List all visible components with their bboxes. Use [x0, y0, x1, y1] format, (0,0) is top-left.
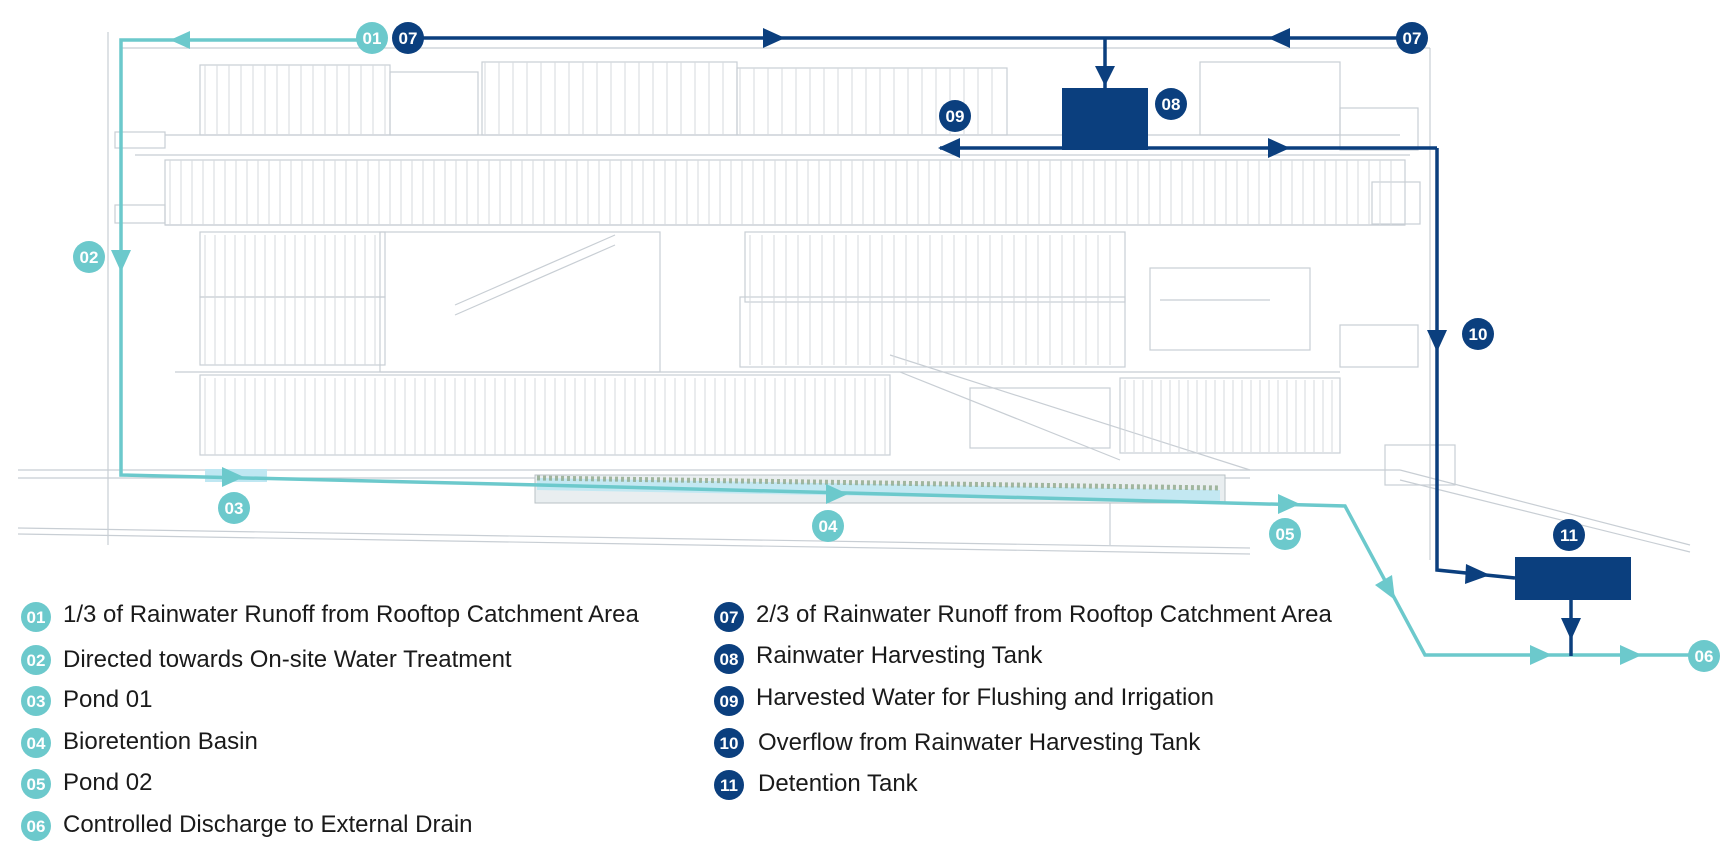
svg-text:Controlled Discharge to Extern: Controlled Discharge to External Drain	[63, 811, 473, 838]
legend-item-01: 01 1/3 of Rainwater Runoff from Rooftop …	[21, 601, 640, 632]
badge-03: 03	[218, 492, 250, 524]
svg-text:Harvested Water for Flushing a: Harvested Water for Flushing and Irrigat…	[756, 684, 1214, 711]
badge-02: 02	[73, 241, 105, 273]
arrow-icon	[170, 31, 190, 49]
rainwater-harvesting-tank	[1062, 88, 1148, 150]
svg-text:07: 07	[1403, 29, 1422, 48]
svg-text:Detention Tank: Detention Tank	[758, 770, 919, 797]
legend-item-05: 05 Pond 02	[21, 769, 152, 799]
badge-05: 05	[1269, 518, 1301, 550]
svg-text:07: 07	[720, 608, 739, 627]
primary-flow-path	[119, 38, 1700, 657]
badge-08: 08	[1155, 88, 1187, 120]
svg-text:Directed towards On-site Water: Directed towards On-site Water Treatment	[63, 646, 512, 673]
legend-item-08: 08 Rainwater Harvesting Tank	[714, 642, 1043, 674]
svg-text:01: 01	[27, 608, 46, 627]
svg-text:02: 02	[80, 248, 99, 267]
svg-text:03: 03	[27, 692, 46, 711]
legend-item-10: 10 Overflow from Rainwater Harvesting Ta…	[714, 728, 1201, 758]
legend-item-04: 04 Bioretention Basin	[21, 728, 258, 758]
svg-text:2/3 of Rainwater Runoff from R: 2/3 of Rainwater Runoff from Rooftop Cat…	[756, 601, 1333, 628]
badge-07-right: 07	[1396, 22, 1428, 54]
legend-item-11: 11 Detention Tank	[714, 770, 919, 800]
arrow-icon	[111, 250, 131, 272]
svg-text:05: 05	[27, 775, 46, 794]
svg-text:04: 04	[27, 734, 46, 753]
badge-06: 06	[1688, 640, 1720, 672]
arrow-icon	[1561, 618, 1581, 640]
badge-01: 01	[356, 22, 388, 54]
arrow-icon	[1427, 330, 1447, 352]
svg-text:Pond 02: Pond 02	[63, 769, 152, 796]
arrow-icon	[763, 28, 785, 48]
arrow-icon	[1268, 28, 1290, 48]
arrow-icon	[222, 467, 244, 487]
svg-text:08: 08	[720, 650, 739, 669]
svg-text:03: 03	[225, 499, 244, 518]
legend-item-06: 06 Controlled Discharge to External Drai…	[21, 811, 473, 841]
svg-text:Rainwater Harvesting Tank: Rainwater Harvesting Tank	[756, 642, 1043, 669]
badge-07-left: 07	[392, 22, 424, 54]
arrow-icon	[1278, 494, 1300, 514]
diagram-badges: 01 07 07 08 09 02 10 03	[73, 22, 1720, 672]
badge-09: 09	[939, 100, 971, 132]
arrow-icon	[1375, 575, 1395, 600]
svg-text:1/3 of Rainwater Runoff from R: 1/3 of Rainwater Runoff from Rooftop Cat…	[63, 601, 640, 628]
facade-mullions	[169, 62, 1392, 455]
primary-flow-arrows	[111, 31, 1642, 665]
svg-text:07: 07	[399, 29, 418, 48]
svg-text:10: 10	[1469, 325, 1488, 344]
arrow-icon	[1268, 138, 1290, 158]
arrow-icon	[938, 138, 960, 158]
arrow-icon	[1620, 645, 1642, 665]
legend-item-02: 02 Directed towards On-site Water Treatm…	[21, 645, 512, 675]
badge-10: 10	[1462, 318, 1494, 350]
legend-item-03: 03 Pond 01	[21, 686, 152, 716]
arrow-icon	[1530, 645, 1552, 665]
arrow-icon	[826, 484, 848, 504]
svg-text:05: 05	[1276, 525, 1295, 544]
svg-text:Pond 01: Pond 01	[63, 686, 152, 713]
svg-text:02: 02	[27, 651, 46, 670]
badge-11: 11	[1553, 519, 1585, 551]
svg-text:08: 08	[1162, 95, 1181, 114]
svg-text:10: 10	[720, 734, 739, 753]
svg-text:Overflow from Rainwater Harves: Overflow from Rainwater Harvesting Tank	[758, 729, 1201, 756]
secondary-flow-arrows	[763, 28, 1581, 640]
svg-text:Bioretention Basin: Bioretention Basin	[63, 728, 258, 755]
detention-tank	[1515, 557, 1631, 600]
svg-text:06: 06	[27, 817, 46, 836]
legend: 01 1/3 of Rainwater Runoff from Rooftop …	[21, 601, 1333, 841]
svg-text:04: 04	[819, 517, 838, 536]
svg-text:01: 01	[363, 29, 382, 48]
arrow-icon	[1095, 66, 1115, 86]
badge-04: 04	[812, 510, 844, 542]
svg-text:11: 11	[720, 776, 738, 795]
svg-text:09: 09	[946, 107, 965, 126]
legend-item-07: 07 2/3 of Rainwater Runoff from Rooftop …	[714, 601, 1333, 632]
svg-text:09: 09	[720, 692, 739, 711]
legend-item-09: 09 Harvested Water for Flushing and Irri…	[714, 684, 1214, 716]
svg-text:06: 06	[1695, 647, 1714, 666]
arrow-icon	[1465, 564, 1490, 584]
svg-text:11: 11	[1560, 526, 1578, 545]
